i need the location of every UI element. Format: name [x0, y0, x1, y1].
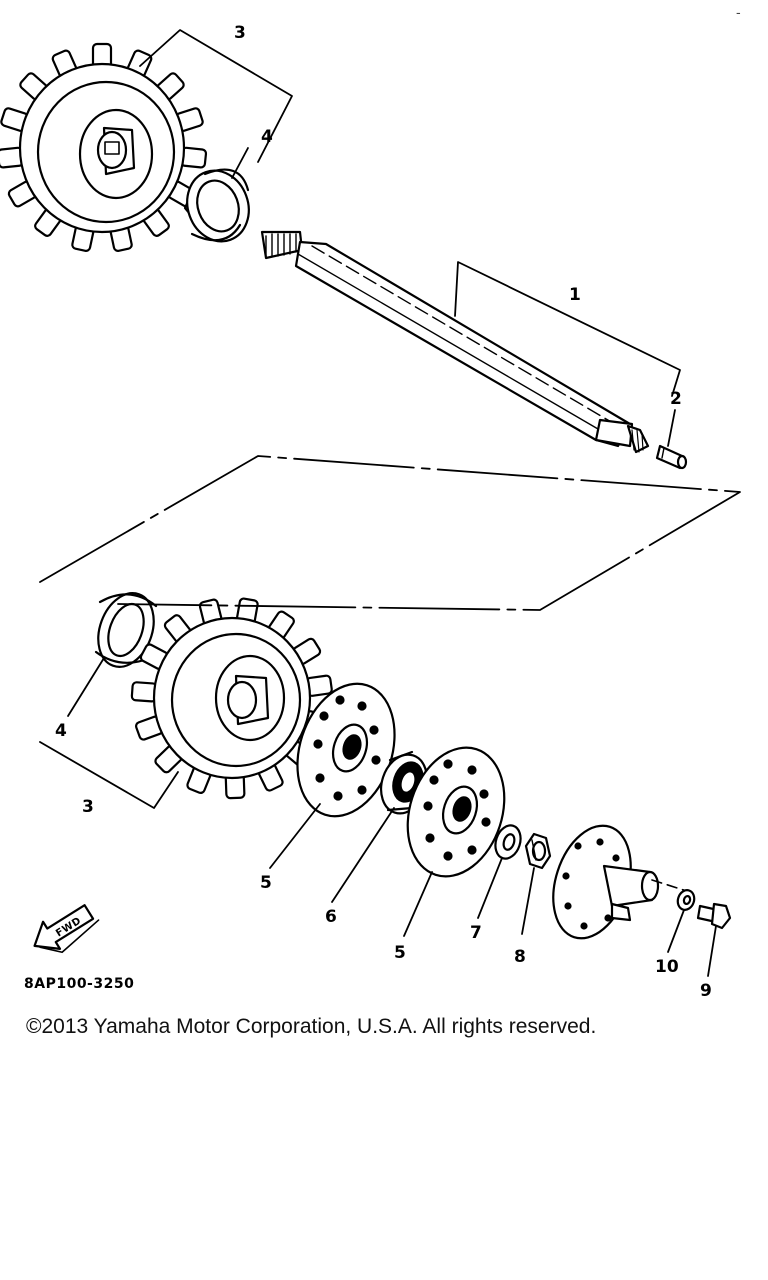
bearing-collar-icon	[183, 168, 250, 243]
callout-2: 2	[670, 389, 682, 409]
callout-6: 6	[325, 907, 337, 927]
callout-7: 7	[470, 923, 482, 943]
flange-disc-icon	[406, 746, 506, 878]
flange-disc-icon	[296, 682, 396, 818]
callout-5-right: 5	[394, 943, 406, 963]
hub-flange-icon	[552, 824, 691, 940]
bearing-collar-icon	[94, 592, 158, 668]
callout-10: 10	[655, 957, 679, 977]
callout-4-bottom: 4	[55, 721, 67, 741]
drive-shaft-icon	[260, 230, 650, 454]
callout-3-top: 3	[234, 23, 246, 43]
figure-code: 8AP100-3250	[24, 976, 134, 992]
exploded-parts-diagram: 3 4 1 2 4 3 5 6 5 7 8 10 9 FWD 8AP100-32…	[0, 23, 741, 1000]
forward-arrow-icon: FWD	[33, 904, 100, 954]
set-screw-icon	[655, 444, 688, 470]
sprocket-icon	[0, 42, 208, 252]
callout-4-top: 4	[261, 127, 273, 147]
leader-lines	[39, 29, 741, 977]
callout-3-bottom: 3	[82, 797, 94, 817]
callout-1: 1	[569, 285, 581, 305]
callout-8: 8	[514, 947, 526, 967]
callout-9: 9	[700, 981, 712, 1000]
bolt-icon	[696, 902, 732, 930]
washer-icon	[676, 889, 696, 911]
corner-mark: -	[736, 4, 741, 20]
callout-5-left: 5	[260, 873, 272, 893]
hex-nut-icon	[524, 832, 552, 870]
copyright-notice: ©2013 Yamaha Motor Corporation, U.S.A. A…	[26, 1015, 597, 1038]
